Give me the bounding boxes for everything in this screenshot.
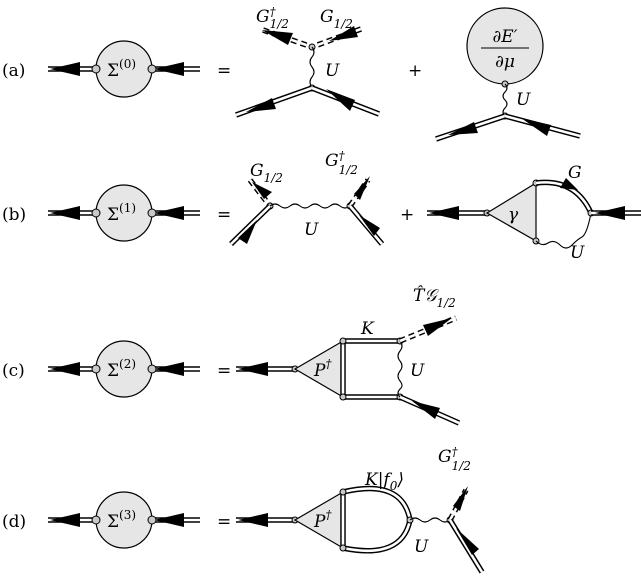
arrow-icon: [238, 220, 257, 244]
self-energy-lhs-b: Σ(1): [48, 184, 200, 242]
interaction-line: [409, 517, 451, 523]
row-label-c: (c): [2, 361, 25, 381]
vertex-triangle: [485, 181, 537, 243]
arrow-icon: [329, 26, 358, 41]
interaction-line: [397, 340, 403, 398]
equals-sign: =: [217, 61, 231, 81]
arrow-icon: [238, 513, 268, 527]
arrow-icon: [50, 362, 80, 376]
arrow-icon: [560, 178, 578, 190]
external-line-label: T̂𝒢1/2: [413, 286, 456, 310]
external-line-label: G†1/2: [438, 445, 471, 473]
interaction-line: [269, 203, 351, 209]
sigma-symbol: Σ(3): [107, 508, 136, 532]
plus-sign: +: [400, 205, 414, 225]
arrow-icon: [453, 486, 468, 511]
arrow-icon: [412, 401, 440, 419]
equals-sign: =: [217, 361, 231, 381]
interaction-label: U: [410, 361, 425, 381]
row-a: (a) Σ(0) = G†1/2 G1/2 U: [2, 5, 581, 142]
self-energy-lhs-d: Σ(3): [48, 491, 200, 549]
external-line-label: G1/2: [320, 7, 353, 31]
arrow-icon: [429, 206, 459, 220]
arrow-icon: [354, 176, 370, 200]
kernel-label: K|f0⟩: [364, 470, 404, 493]
interaction-label: U: [414, 537, 429, 557]
arrow-icon: [154, 62, 184, 76]
interaction-label: U: [516, 90, 531, 110]
interaction-line: [502, 83, 508, 117]
row-label-a: (a): [2, 61, 25, 81]
bubble-numerator: ∂E′: [492, 27, 517, 47]
external-line-label: G1/2: [250, 161, 283, 185]
vertex-label: P†: [313, 508, 332, 532]
arrow-icon: [252, 182, 272, 199]
row-label-d: (d): [2, 512, 26, 532]
arrow-icon: [154, 362, 184, 376]
self-energy-lhs-c: Σ(2): [48, 340, 200, 398]
row-c: (c) Σ(2) = P†: [2, 286, 461, 426]
external-line-label: G†1/2: [325, 149, 358, 177]
arrow-icon: [154, 206, 184, 220]
propagator-label: G: [568, 163, 582, 183]
interaction-label: U: [304, 220, 319, 240]
bubble-denominator: ∂μ: [495, 52, 515, 72]
term-b2: γ G U: [427, 163, 641, 263]
kernel-label: K: [360, 319, 375, 339]
arrow-icon: [456, 528, 479, 555]
external-line-label: G†1/2: [256, 5, 289, 31]
arrow-icon: [246, 98, 276, 112]
self-energy-lhs-a: Σ(0): [48, 40, 200, 98]
plus-sign: +: [408, 61, 422, 81]
equals-sign: =: [217, 512, 231, 532]
arrow-icon: [326, 89, 355, 111]
term-a1: G†1/2 G1/2 U: [235, 5, 380, 118]
arrow-icon: [521, 118, 551, 136]
interaction-label: U: [570, 243, 585, 263]
vertex-label: P†: [313, 357, 332, 381]
row-label-b: (b): [2, 205, 26, 225]
arrow-icon: [154, 513, 184, 527]
row-d: (d) Σ(3) = P†: [2, 445, 485, 574]
term-c: P† K U T̂𝒢1/2: [236, 286, 461, 426]
sigma-symbol: Σ(0): [107, 57, 136, 81]
row-b: (b) Σ(1) = G1/2 G†1/2 U: [2, 149, 641, 263]
arrow-icon: [50, 62, 80, 76]
interaction-label: U: [325, 61, 340, 81]
arrow-icon: [595, 206, 625, 220]
sigma-symbol: Σ(1): [107, 201, 136, 225]
arrow-icon: [423, 318, 452, 336]
vertex-label: γ: [508, 205, 519, 225]
arrow-icon: [359, 215, 380, 236]
term-b1: G1/2 G†1/2 U: [229, 149, 385, 246]
interaction-line: [309, 46, 315, 88]
arrow-icon: [262, 30, 293, 45]
interaction-line: [535, 212, 592, 249]
arrow-icon: [50, 206, 80, 220]
arrow-icon: [238, 362, 268, 376]
arrow-icon: [50, 513, 80, 527]
term-d: P† K|f0⟩ U G†1/2: [236, 445, 485, 574]
term-a2: ∂E′ ∂μ U: [435, 7, 581, 142]
sigma-symbol: Σ(2): [107, 357, 136, 381]
arrow-icon: [448, 122, 478, 135]
equals-sign: =: [217, 205, 231, 225]
